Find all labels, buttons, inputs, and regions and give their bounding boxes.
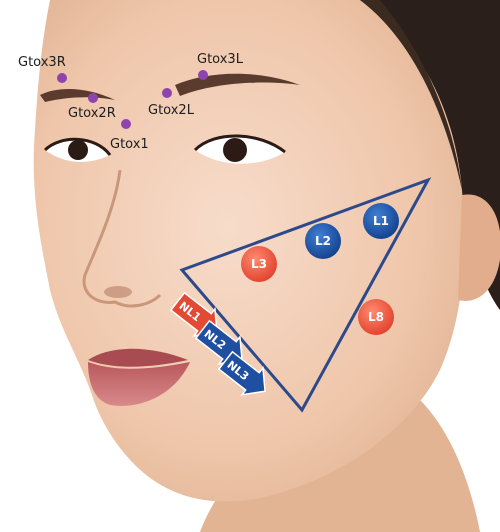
marker-l3: L3 [241,246,277,282]
arrow-nl3-shape [217,350,266,396]
gtox2r-label: Gtox2R [68,106,116,121]
marker-l8-circle [358,299,394,335]
right-eyelid [43,137,112,156]
ear [458,194,500,301]
gtox3r-label: Gtox3R [18,55,66,70]
gtox2l-label: Gtox2L [148,103,195,118]
gtox2r-point: Gtox2R [68,93,116,121]
left-iris [223,138,247,162]
left-eyelid [193,134,286,154]
right-iris [68,140,88,160]
right-eyebrow [40,88,115,102]
nose [82,169,162,308]
gtox3r-dot [57,73,67,83]
upper-lip [88,348,188,367]
marker-l2: L2 [305,223,341,259]
lower-lip [88,362,190,406]
gtox2r-dot [88,93,98,103]
gtox1-dot [121,119,131,129]
marker-l1-circle [363,203,399,239]
nostril [104,286,132,298]
marker-l8-label: L8 [368,310,384,324]
marker-l1: L1 [363,203,399,239]
gtox3l-label: Gtox3L [197,52,244,67]
marker-l2-circle [305,223,341,259]
marker-l3-circle [241,246,277,282]
hair [330,0,500,310]
injection-triangle [179,177,432,413]
marker-l1-label: L1 [373,214,389,228]
marker-l8: L8 [358,299,394,335]
gtox3r-point: Gtox3R [18,55,67,83]
marker-l2-label: L2 [315,234,331,248]
gtox1-label: Gtox1 [110,137,149,152]
gtox2l-point: Gtox2L [148,88,195,118]
marker-l3-label: L3 [251,257,267,271]
gtox3l-dot [198,70,208,80]
gtox3l-point: Gtox3L [197,52,244,80]
gtox1-point: Gtox1 [110,119,149,152]
left-eyebrow [175,73,300,96]
gtox2l-dot [162,88,172,98]
